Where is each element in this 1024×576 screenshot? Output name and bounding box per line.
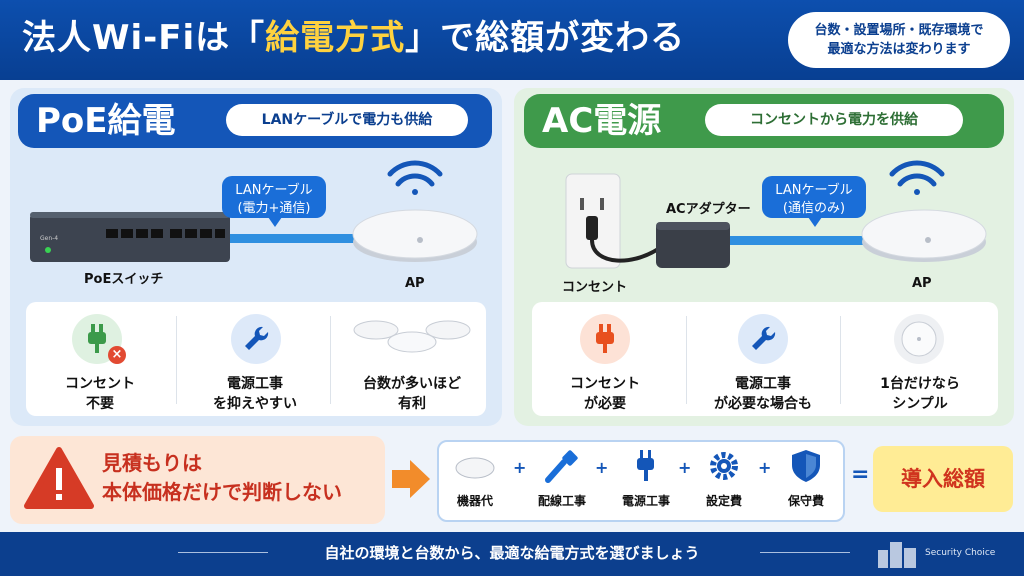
poe-switch-label: PoEスイッチ — [84, 272, 164, 287]
plus-sign: + — [678, 458, 692, 477]
access-point-icon — [861, 209, 987, 262]
ac-diagram — [565, 160, 987, 269]
building-icon — [876, 538, 920, 568]
ac-outlet-label: コンセント — [562, 280, 628, 295]
title-highlight: 給電方式 — [265, 18, 406, 58]
shield-icon — [786, 448, 826, 484]
equals-sign: = — [851, 462, 870, 487]
wrench-icon — [738, 314, 788, 364]
single-ap-icon — [894, 314, 944, 364]
cost-item-2: 配線工事 — [537, 494, 586, 508]
cost-item-5: 保守費 — [787, 494, 824, 508]
poe-feature-3: 台数が多いほど有利 — [363, 376, 461, 412]
ap-device-icon — [455, 448, 495, 484]
ac-cable-callout: LANケーブル (通信のみ) — [762, 176, 866, 227]
poe-feature-2: 電源工事を抑えやすい — [213, 376, 297, 412]
cost-item-1: 機器代 — [456, 494, 493, 508]
warning-icon — [24, 446, 94, 510]
poe-feature-1: コンセント不要 — [65, 376, 135, 412]
outlet-icon — [565, 173, 621, 269]
total-cost-label: 導入総額 — [873, 446, 1013, 512]
ac-lan-cable — [726, 236, 886, 245]
poe-switch-icon — [30, 212, 230, 262]
ac-feature-2: 電源工事が必要な場合も — [714, 376, 812, 412]
divider — [330, 316, 331, 404]
page-title: 法人Wi-Fiは「給電方式」で総額が変わる — [22, 18, 686, 58]
x-badge-icon: × — [108, 346, 126, 364]
footer-message: 自社の環境と台数から、最適な給電方式を選びましょう — [324, 544, 700, 562]
wifi-signal-icon — [387, 160, 443, 195]
cable-icon — [542, 448, 582, 484]
poe-cable-callout: LANケーブル (電力+通信) — [222, 176, 326, 227]
ac-feature-3: 1台だけならシンプル — [880, 376, 960, 412]
access-point-icon — [352, 209, 478, 262]
poe-diagram — [30, 160, 478, 262]
footer-rule-left — [178, 552, 268, 553]
footer-bar — [0, 532, 1024, 576]
footer-rule-right — [760, 552, 850, 553]
ac-subtitle: コンセントから電力を供給 — [705, 104, 963, 136]
arrow-right-icon — [390, 458, 432, 500]
cost-item-4: 設定費 — [705, 494, 742, 508]
power-cord — [590, 239, 666, 263]
ac-adapter-icon — [656, 222, 730, 268]
ac-ap-label: AP — [912, 276, 932, 291]
plus-sign: + — [758, 458, 772, 477]
brand-name: Security Choice — [925, 548, 996, 558]
poe-subtitle: LANケーブルで電力も供給 — [226, 104, 468, 136]
multiple-ap-icon — [350, 314, 474, 364]
ac-feature-1: コンセントが必要 — [570, 376, 640, 412]
plug-icon — [626, 448, 666, 484]
wrench-icon — [231, 314, 281, 364]
ac-adapter-label: ACアダプター — [666, 202, 751, 217]
wifi-signal-icon — [889, 160, 945, 195]
header-note: 台数・設置場所・既存環境で 最適な方法は変わります — [788, 12, 1010, 68]
plug-icon — [580, 314, 630, 364]
poe-ap-label: AP — [405, 276, 425, 291]
poe-lan-cable — [220, 234, 400, 243]
switch-brand: Gen-4 — [40, 235, 59, 242]
header-note-line1: 台数・設置場所・既存環境で — [814, 23, 984, 38]
cost-item-3: 電源工事 — [621, 494, 670, 508]
plus-sign: + — [513, 458, 527, 477]
divider — [686, 316, 687, 404]
header-note-line2: 最適な方法は変わります — [827, 42, 971, 57]
warning-text: 見積もりは 本体価格だけで判断しない — [102, 451, 342, 504]
gear-icon — [704, 448, 744, 484]
divider — [176, 316, 177, 404]
plus-sign: + — [595, 458, 609, 477]
divider — [840, 316, 841, 404]
